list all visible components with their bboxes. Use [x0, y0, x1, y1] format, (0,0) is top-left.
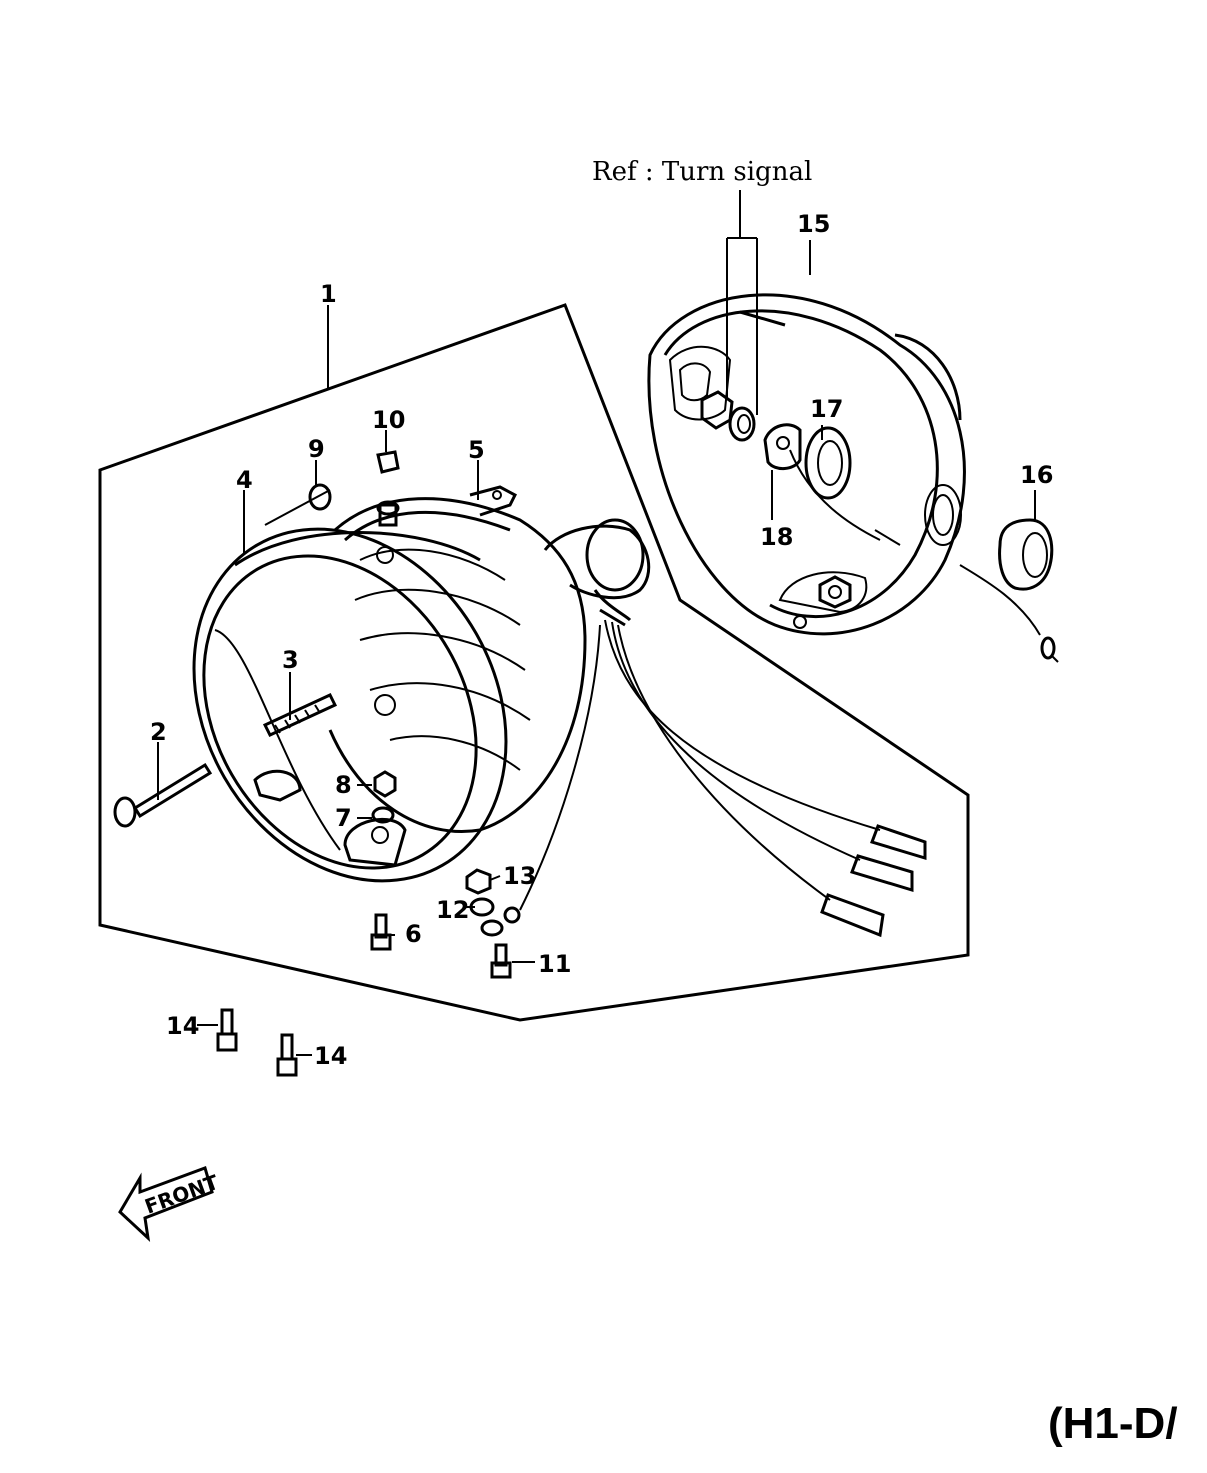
callout-1: 1	[320, 280, 337, 308]
headlight-wires	[503, 619, 927, 938]
bolt-11	[490, 943, 512, 979]
callout-leaders	[157, 240, 1036, 1056]
plate-18	[763, 423, 802, 470]
callout-3: 3	[282, 646, 299, 674]
callout-6: 6	[405, 920, 422, 948]
screw-3	[253, 693, 338, 802]
bolt-6	[370, 913, 392, 951]
ref-turn-signal-label: Ref : Turn signal	[592, 157, 812, 187]
nut-8	[373, 770, 397, 798]
callout-14b: 14	[314, 1042, 347, 1070]
nut-13	[465, 868, 492, 895]
nut-housing	[700, 390, 734, 430]
callout-16: 16	[1020, 461, 1053, 489]
turn-signal-ref-bracket	[726, 190, 758, 415]
callout-17: 17	[810, 395, 843, 423]
callout-18: 18	[760, 523, 793, 551]
grommet-16	[959, 518, 1059, 663]
callout-5: 5	[468, 436, 485, 464]
callout-11: 11	[538, 950, 571, 978]
leader-9-10	[264, 489, 331, 526]
callout-2: 2	[150, 718, 167, 746]
front-arrow-icon: FRONT	[118, 1166, 222, 1243]
bolt-14a	[216, 1008, 238, 1052]
grommet-17	[804, 426, 852, 500]
callout-4: 4	[236, 466, 253, 494]
screw-2	[113, 762, 213, 828]
callout-7: 7	[335, 804, 352, 832]
assembly-outline	[98, 303, 970, 1022]
callout-15: 15	[797, 210, 830, 238]
callout-14a: 14	[166, 1012, 199, 1040]
washer-7	[371, 806, 395, 824]
diagram-code: (H1-D/	[1048, 1399, 1178, 1448]
callout-8: 8	[335, 771, 352, 799]
callout-13: 13	[503, 862, 536, 890]
callout-9: 9	[308, 435, 325, 463]
washer-9	[308, 483, 332, 511]
callout-10: 10	[372, 406, 405, 434]
callout-12: 12	[436, 896, 469, 924]
nut-10	[376, 450, 400, 474]
headlight-unit-5	[328, 485, 651, 833]
washer-lower	[480, 919, 504, 937]
bolt-14b	[276, 1033, 298, 1077]
washer-housing	[728, 406, 756, 442]
mounting-bracket	[343, 817, 407, 867]
headlight-rim-4	[192, 527, 508, 883]
